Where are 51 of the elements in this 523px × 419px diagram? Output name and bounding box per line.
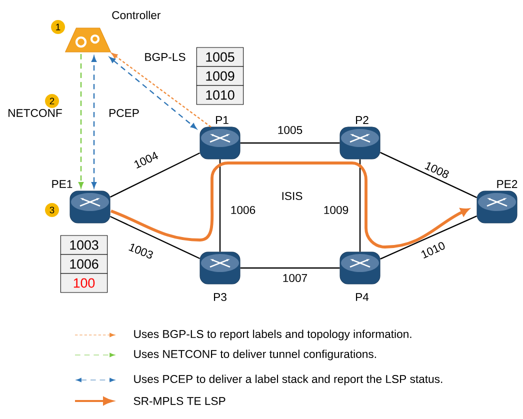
edge-label: NETCONF [8,109,62,117]
node-label: PE2 [497,180,518,188]
callout-number: 1 [51,20,65,34]
arrow [91,56,97,188]
link-line [219,159,221,252]
link-line [240,267,340,269]
router-icon [476,190,518,224]
edge-label: 1007 [283,274,308,282]
router-icon [200,126,240,160]
callout-number: 3 [45,203,59,217]
link-line [380,215,477,260]
edge-label: 1008 [424,162,449,178]
callout-number: 2 [45,94,59,108]
router-icon [200,252,240,284]
legend-text: Uses PCEP to deliver a label stack and report the LSP status. [134,374,442,386]
legend-text: SR-MPLS TE LSP [134,397,226,405]
table-cell: 1005 [196,47,244,67]
edge-label: 1009 [324,206,348,214]
link-line [240,142,340,144]
node-label: P3 [214,293,226,301]
edge-label: 1003 [128,244,153,259]
arrow [109,56,197,130]
node-label: Controller [112,10,161,20]
table-cell: 100 [60,273,108,293]
table-cell: 1006 [60,254,108,274]
edge-label: 1005 [278,126,302,134]
arrow [111,52,212,128]
area-label: ISIS [282,192,302,200]
router-icon [340,126,380,160]
router-icon [340,252,380,284]
node-label: P1 [216,116,228,124]
edge-label: 1006 [231,206,256,214]
edge-label: PCEP [110,109,139,117]
link-line [359,159,361,252]
legend-text: Uses BGP-LS to report labels and topology information. [134,330,412,340]
arrow [78,54,84,188]
table-cell: 1009 [196,66,244,86]
arrow [110,162,470,248]
edge-label: 1010 [421,242,445,259]
link-line [110,152,200,198]
link-line [380,152,477,198]
table-cell: 1010 [196,85,244,105]
node-label: PE1 [52,180,72,188]
link-line [110,216,200,260]
table-cell: 1003 [60,235,108,255]
node-label: P4 [356,293,369,301]
edge-label: 1004 [134,152,158,169]
edge-label: BGP-LS [145,53,186,61]
node-label: P2 [356,116,368,124]
router-icon [70,190,110,224]
legend-text: Uses NETCONF to deliver tunnel configurations. [134,350,376,360]
